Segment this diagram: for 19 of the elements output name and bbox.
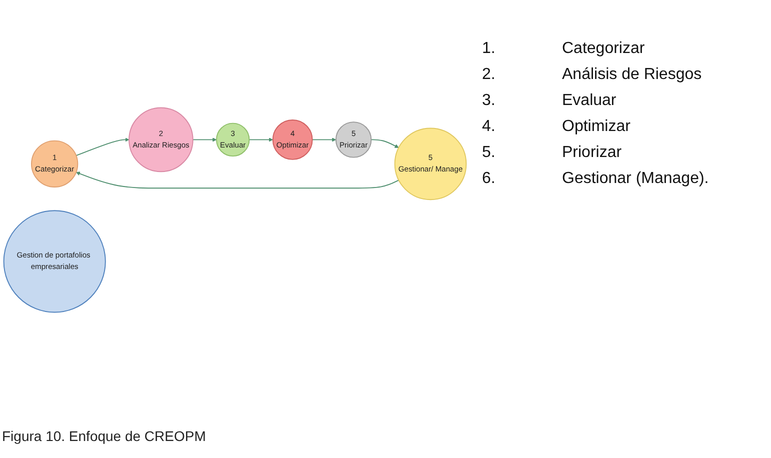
list-item: Categorizar (562, 40, 646, 58)
figure-caption: Figura 10. Enfoque de CREOPM (2, 428, 206, 444)
list-number: 5. (482, 144, 496, 162)
list-item: Optimizar (562, 118, 632, 136)
arrow (76, 138, 130, 156)
list-item: Análisis de Riesgos (562, 66, 703, 84)
list-number: 2. (482, 66, 496, 84)
list-number: 6. (482, 170, 496, 188)
arrow (312, 138, 336, 142)
list-number: 4. (482, 118, 496, 136)
list-number: 3. (482, 92, 496, 110)
arrow (192, 138, 217, 142)
list-number: 1. (482, 40, 496, 58)
list-item: Evaluar (562, 92, 618, 110)
arrow (370, 139, 399, 148)
list-item: Priorizar (562, 144, 623, 162)
list-item: Gestionar (Manage). (562, 170, 709, 188)
arrow (76, 172, 400, 189)
arrow (248, 138, 274, 142)
